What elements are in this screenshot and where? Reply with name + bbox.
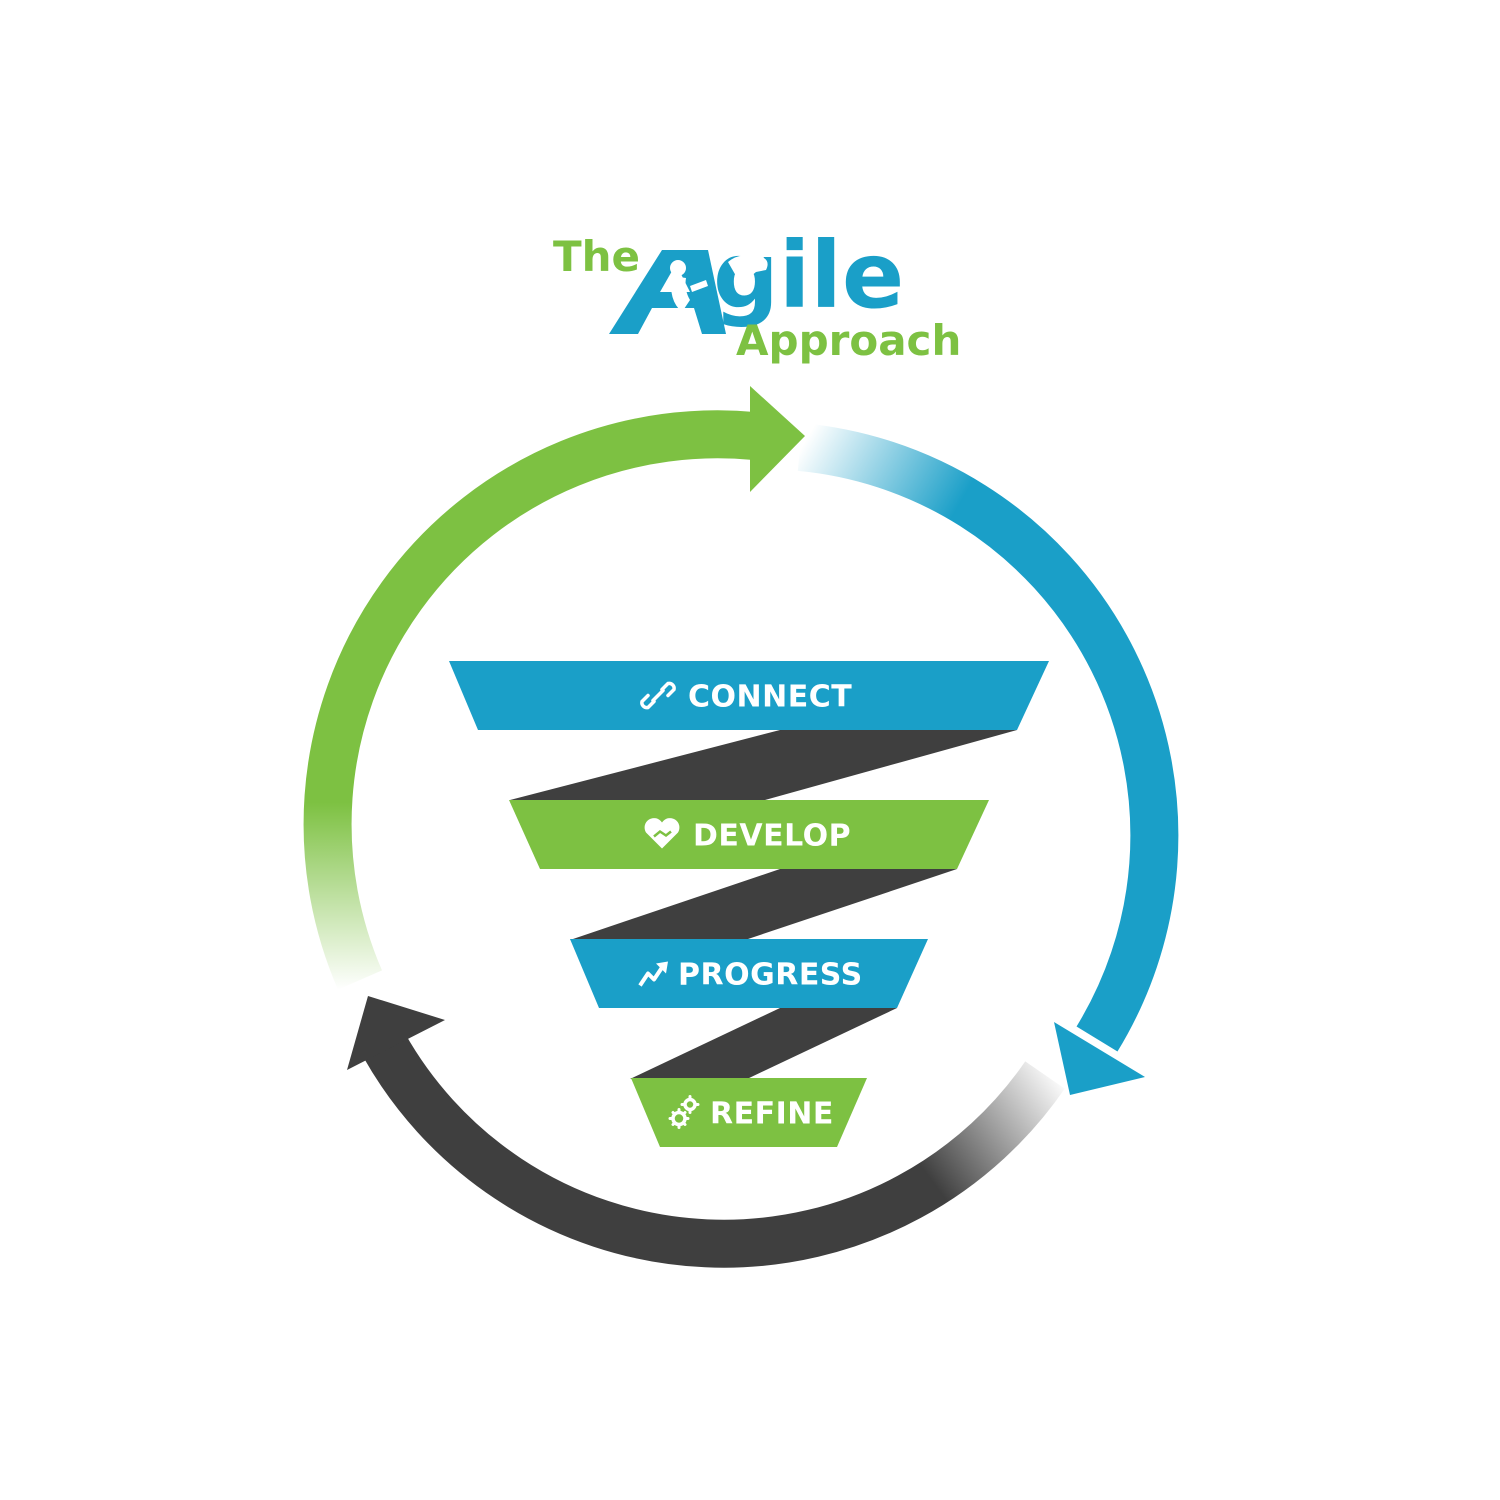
stage-develop: DEVELOP <box>509 800 989 869</box>
stage-refine: REFINE <box>631 1078 867 1147</box>
stage-progress: PROGRESS <box>570 939 928 1008</box>
stage-band <box>449 661 1049 730</box>
funnel-connectors <box>510 730 1017 1079</box>
stage-label: DEVELOP <box>693 819 851 854</box>
arrowhead-green <box>750 386 805 492</box>
dog-silhouette-icon <box>728 250 768 278</box>
heart-handshake-icon <box>644 818 680 849</box>
cycle-arrow-blue <box>797 423 1179 1095</box>
cycle-arrow-dark <box>347 996 1065 1268</box>
arrowhead-blue <box>1054 1022 1145 1095</box>
cycle-arrow-green <box>303 386 805 990</box>
trend-up-icon <box>638 961 668 987</box>
stage-label: PROGRESS <box>678 958 863 993</box>
logo-approach-text: Approach <box>736 316 961 365</box>
gears-icon <box>668 1095 700 1129</box>
stage-band <box>570 939 928 1008</box>
arrowhead-dark <box>347 996 445 1070</box>
stage-label: REFINE <box>710 1097 834 1132</box>
logo: The gile Approach <box>553 222 961 365</box>
stage-label: CONNECT <box>688 680 852 715</box>
logo-the-text: The <box>553 232 640 281</box>
funnel-bands: CONNECT DEVELOP PROGRESS REFINE <box>449 661 1049 1147</box>
link-icon <box>640 681 676 710</box>
stage-band <box>509 800 989 869</box>
logo-a-mark <box>609 250 726 334</box>
stage-connect: CONNECT <box>449 661 1049 730</box>
